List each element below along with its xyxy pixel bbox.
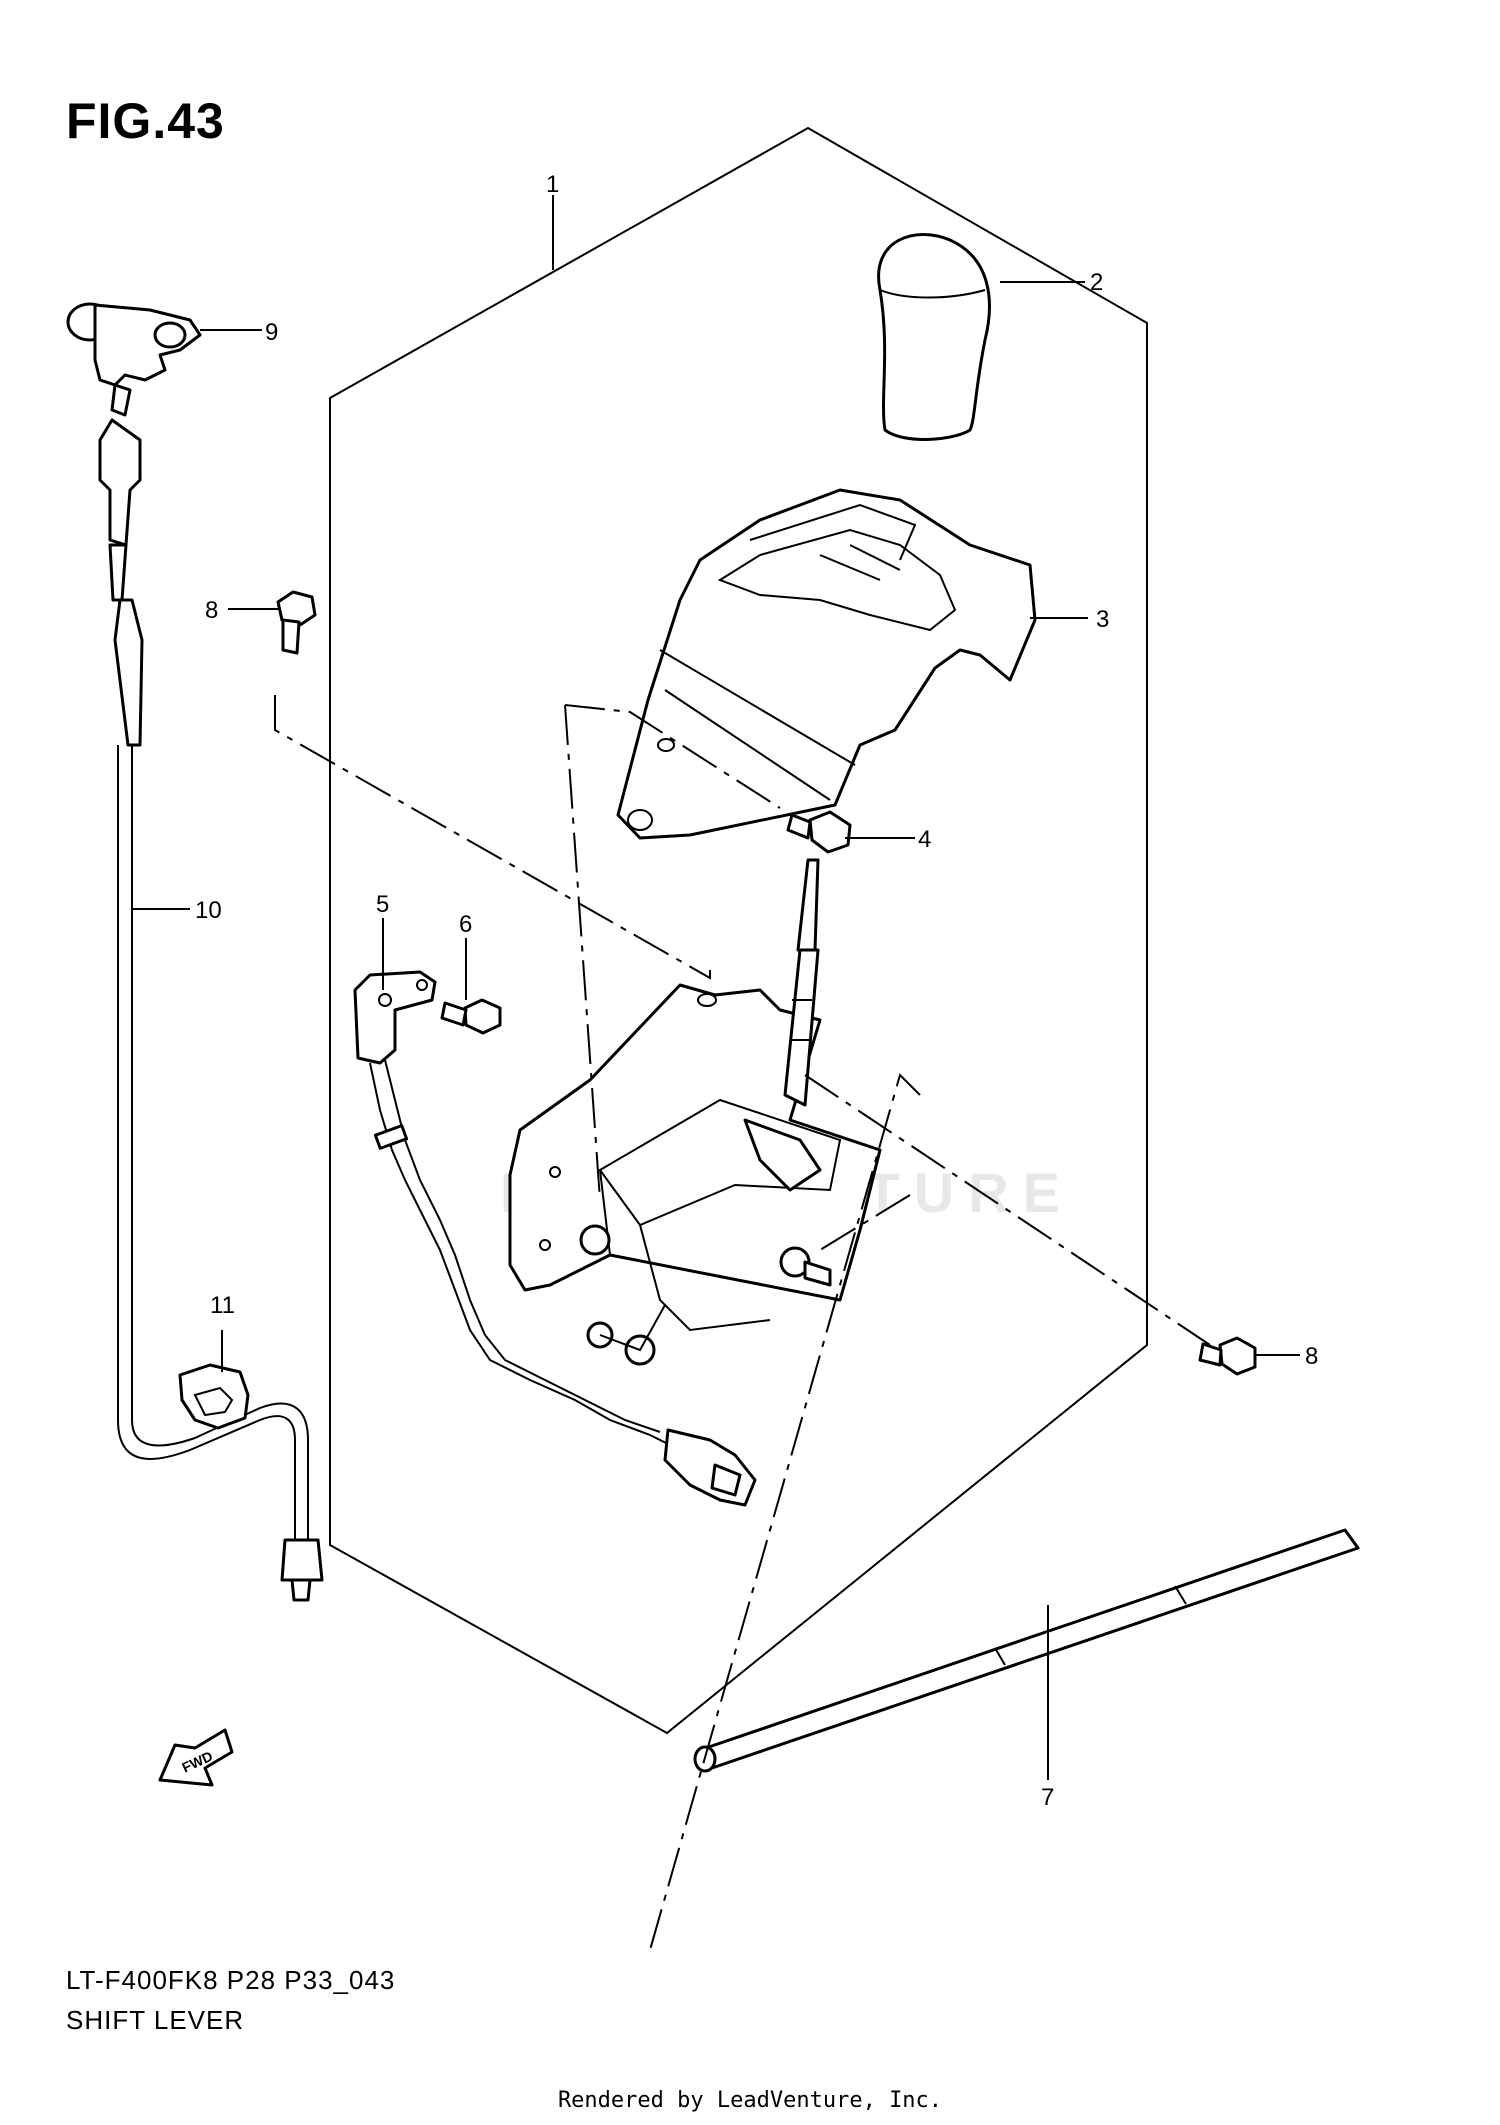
callout-6: 6 — [459, 911, 472, 938]
callout-8-lower: 8 — [1305, 1343, 1318, 1370]
shift-cable — [98, 418, 324, 1602]
callout-4: 4 — [918, 826, 931, 853]
figure-title: FIG.43 — [66, 93, 225, 149]
model-code: LT-F400FK8 P28 P33_043 — [66, 1965, 396, 1995]
wire-connector — [663, 1428, 757, 1507]
shift-lever-rod — [743, 858, 822, 1192]
rod-7 — [693, 1528, 1360, 1773]
callout-9: 9 — [265, 319, 278, 346]
alignment-line-rod — [649, 1073, 921, 1951]
callout-10: 10 — [195, 897, 222, 924]
alignment-line-cover-top — [564, 704, 781, 809]
callout-3: 3 — [1096, 606, 1109, 633]
section-name: SHIFT LEVER — [66, 2005, 245, 2035]
shift-knob — [877, 232, 991, 441]
callout-7: 7 — [1041, 1784, 1054, 1811]
shift-gate-cover — [616, 488, 1037, 840]
bolt-8-lower — [1198, 1336, 1257, 1376]
bolt-6 — [440, 998, 502, 1035]
alignment-line-bolt8-upper — [274, 695, 711, 980]
bolt-4 — [786, 810, 852, 854]
clamp-11 — [178, 1363, 250, 1430]
alignment-line-bolt8-lower — [804, 1074, 1211, 1346]
callout-11: 11 — [210, 1292, 235, 1319]
render-credit: Rendered by LeadVenture, Inc. — [557, 2088, 943, 2113]
callout-8-upper: 8 — [205, 597, 218, 624]
assembly-boundary — [329, 126, 1148, 1735]
alignment-line-cover-left — [564, 704, 601, 1201]
callout-2: 2 — [1090, 269, 1103, 296]
callout-5: 5 — [376, 891, 389, 918]
bolt-8-upper — [276, 590, 317, 655]
alignment-line-bracket — [819, 1194, 911, 1251]
fwd-arrow: FWD — [158, 1728, 234, 1787]
switch-5 — [353, 970, 681, 1451]
shift-lever-bracket — [508, 983, 882, 1366]
cable-fitting-9 — [66, 302, 202, 417]
callout-1: 1 — [546, 171, 559, 198]
